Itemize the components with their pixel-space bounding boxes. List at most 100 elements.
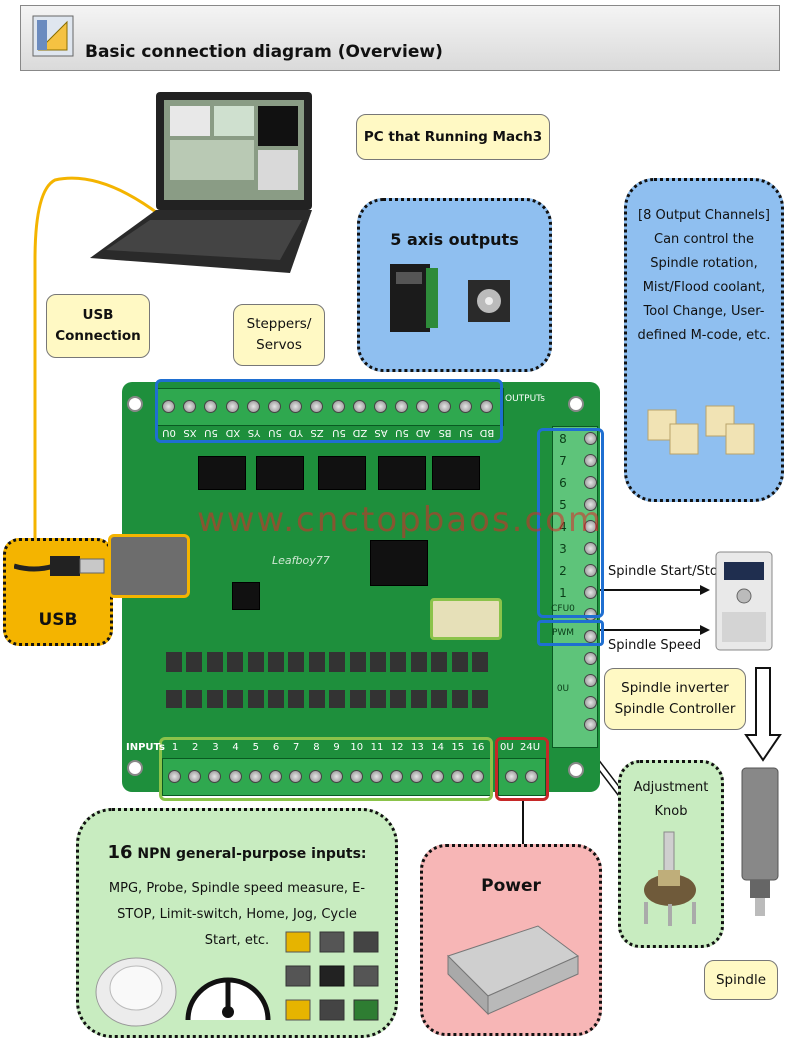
power-supply-icon (447, 925, 579, 1016)
axis-screw (183, 400, 197, 413)
push-switch-icon (285, 931, 379, 1021)
axis-terminal-label: XD (225, 427, 240, 438)
inputs-title-text: NPN general-purpose inputs: (137, 846, 367, 862)
output-screw (584, 696, 597, 709)
mount-hole (568, 396, 584, 412)
input-optocoupler (410, 690, 427, 708)
axis-terminal-label: BD (479, 427, 495, 438)
stepper-driver-icon (390, 264, 438, 332)
axis-screw (458, 400, 472, 413)
optocoupler-chip (198, 456, 246, 490)
input-screw (228, 770, 242, 783)
handwheel-icon (95, 957, 177, 1027)
watermark: www.cnctopbaos.com (196, 500, 604, 540)
input-number: 6 (272, 742, 280, 753)
output-side-label: CFU0 (551, 604, 575, 614)
input-optocoupler (308, 690, 325, 708)
spindle-start-stop-label: Spindle Start/Stop (608, 564, 727, 579)
output-number: 1 (559, 586, 567, 600)
stepper-motor-icon (468, 280, 510, 322)
output-screw (584, 498, 597, 511)
power-label: Power (481, 876, 541, 896)
axis-screw (374, 400, 387, 413)
input-screw (289, 770, 303, 783)
output-highlight (537, 428, 604, 618)
input-optocoupler (390, 690, 407, 708)
pwm-highlight (537, 620, 604, 646)
axis-terminal-label: ZS (310, 427, 324, 438)
output-screw (584, 476, 597, 489)
mount-hole (568, 762, 584, 778)
input-optocoupler (410, 652, 427, 672)
spindle-speed-label: Spindle Speed (608, 638, 702, 653)
output-number: 3 (559, 542, 567, 556)
axis-screw (268, 400, 281, 413)
input-screw (450, 770, 464, 783)
input-optocoupler (186, 652, 203, 672)
output-screw (584, 630, 597, 643)
output-number: 5 (559, 498, 567, 512)
input-optocoupler (472, 652, 488, 672)
input-screw (168, 770, 181, 783)
axis-screw (162, 400, 175, 413)
optocoupler-chip (432, 456, 480, 490)
mcu-chip (370, 540, 428, 586)
knob-connector-highlight (430, 598, 502, 640)
input-number: 13 (411, 742, 424, 753)
inputs-count: 16 (107, 842, 133, 863)
output-screw (584, 718, 597, 731)
input-optocoupler (349, 652, 366, 672)
input-optocoupler (431, 690, 448, 708)
axis-highlight (155, 379, 503, 443)
output-number: 6 (559, 476, 567, 490)
input-screw (349, 770, 363, 783)
input-optocoupler (247, 652, 264, 672)
steppers-label: Steppers/ Servos (233, 304, 325, 366)
input-number: 11 (370, 742, 384, 753)
output-screw (584, 454, 597, 467)
axis-terminal-label: YD (289, 427, 304, 438)
input-optocoupler (227, 690, 244, 708)
axis-terminal-label: AD (416, 427, 431, 438)
input-number: 16 (471, 742, 485, 753)
axis-screw (246, 400, 260, 413)
axis-terminal-label: ZD (352, 427, 368, 438)
input-optocoupler (329, 652, 346, 672)
potentiometer-icon (644, 831, 696, 926)
power-screw (525, 770, 538, 783)
spindle-motor-icon (741, 767, 779, 916)
inputs-title: 16 NPN general-purpose inputs: (76, 842, 398, 863)
output-screw (584, 542, 597, 555)
input-optocoupler (268, 690, 284, 708)
input-optocoupler (308, 652, 325, 672)
input-screw (309, 770, 323, 783)
input-optocoupler (370, 652, 386, 672)
axis-screw (395, 400, 409, 413)
optocoupler-chip (318, 456, 366, 490)
output-screw (584, 674, 597, 687)
input-optocoupler (268, 652, 284, 672)
input-screw (188, 770, 202, 783)
axis-terminal-label: 5U (268, 427, 282, 438)
adjustment-knob-label: Adjustment Knob (633, 780, 709, 819)
outputs-text: OUTPUTs (505, 394, 545, 404)
axis-screw (437, 400, 451, 413)
input-optocoupler (390, 652, 407, 672)
axis-screw (225, 400, 239, 413)
input-optocoupler (247, 690, 264, 708)
input-screw (370, 770, 383, 783)
axis-terminal-label: YS (247, 427, 261, 438)
input-number: 8 (313, 742, 320, 753)
axis-terminal-label: AS (374, 427, 388, 438)
axis-screw (204, 400, 218, 413)
optocoupler-chip (256, 456, 304, 490)
input-screw (208, 770, 222, 783)
usb-cable-icon (14, 556, 105, 576)
axis-screw (310, 400, 324, 413)
input-optocoupler (472, 690, 488, 708)
input-optocoupler (166, 690, 182, 708)
pc-label: PC that Running Mach3 (356, 114, 550, 160)
inputs-highlight (159, 737, 493, 801)
input-optocoupler (227, 652, 244, 672)
output-side-label: 0U (556, 684, 570, 694)
